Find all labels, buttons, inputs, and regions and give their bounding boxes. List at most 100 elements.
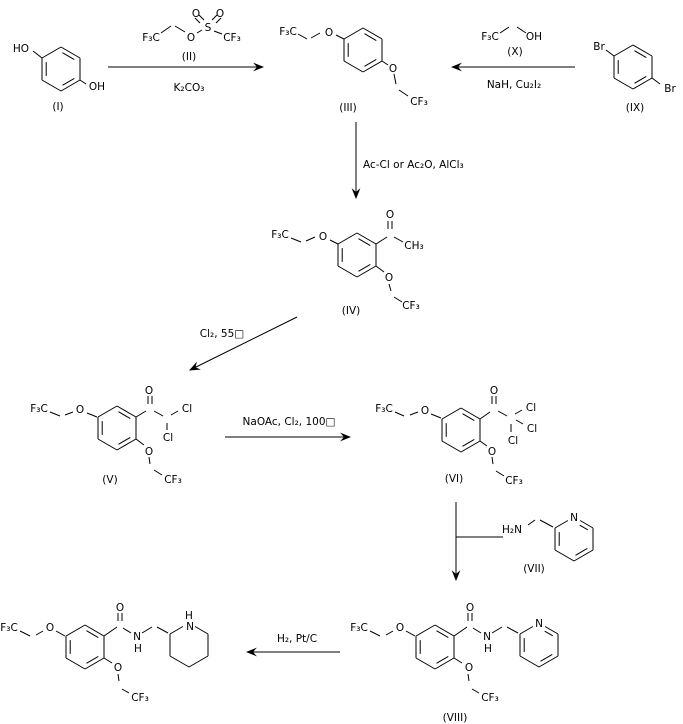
compound-number: (IV)	[342, 305, 360, 317]
atom-label: O	[145, 385, 153, 397]
compound-number: (VII)	[523, 563, 545, 575]
compound-number: (V)	[102, 474, 117, 486]
atom-label: HO	[13, 43, 29, 55]
ring	[613, 44, 653, 90]
compound-ix: Br Br (IX)	[593, 41, 676, 114]
aromatic-rings	[41, 27, 653, 670]
atom-label: F₃C	[350, 622, 368, 634]
atom-label: CH₃	[404, 240, 423, 252]
atom-label: F₃C	[271, 229, 289, 241]
ring	[97, 405, 137, 451]
conditions-step3: Ac-Cl or Ac₂O, AlCl₃	[363, 159, 464, 171]
atom-label: O	[421, 405, 429, 417]
bond-lines	[19, 613, 169, 694]
atom-label: O	[46, 622, 54, 634]
atom-label: Br	[664, 83, 676, 95]
atom-label: N	[186, 621, 194, 633]
atom-label: H	[185, 610, 193, 622]
ring	[169, 626, 209, 668]
atom-label: N	[570, 512, 578, 524]
atom-label: O	[187, 32, 195, 44]
conditions-step2: NaH, Cu₂I₂	[487, 79, 541, 91]
atom-label: Cl	[163, 432, 173, 444]
atom-label: CF₃	[164, 474, 182, 486]
arrow-step4	[189, 316, 298, 371]
compound-number: (IX)	[626, 102, 644, 114]
ring	[441, 407, 481, 453]
conditions-step5: NaOAc, Cl₂, 100□	[243, 416, 336, 428]
atom-label: H	[134, 643, 142, 655]
atom-label: S	[205, 22, 212, 34]
compound-viii: F₃C O O N H N O CF₃ (VIII)	[350, 602, 543, 724]
atom-label: H	[484, 643, 492, 655]
atom-label: CF₃	[410, 96, 428, 108]
atom-label: H₂N	[502, 524, 522, 536]
bond-lines	[290, 221, 404, 303]
atom-label: O	[490, 385, 498, 397]
bond-lines	[297, 32, 409, 97]
ring	[415, 624, 455, 670]
bond-lines	[499, 26, 527, 34]
ring	[519, 626, 559, 668]
atom-label: OH	[526, 31, 542, 43]
compound-product: F₃C O O N H H N O CF₃	[0, 602, 194, 704]
atom-label: CF₃	[131, 692, 149, 704]
bond-lines	[394, 396, 524, 477]
atom-label: Cl	[526, 402, 536, 414]
atom-label: O	[389, 63, 397, 75]
compound-i: HO OH (I)	[13, 43, 105, 113]
atom-label: O	[319, 231, 327, 243]
conditions-step7: H₂, Pt/C	[277, 633, 317, 645]
atom-label: OH	[89, 81, 105, 93]
atom-label: Br	[593, 41, 605, 53]
conditions-step1: K₂CO₃	[174, 82, 205, 94]
atom-label: O	[116, 602, 124, 614]
compound-x: F₃C OH (X)	[481, 26, 542, 58]
atom-label: O	[76, 404, 84, 416]
atom-label: CF₃	[505, 475, 523, 487]
atom-label: Cl	[508, 435, 518, 447]
ring	[41, 46, 81, 92]
compound-number: (VIII)	[443, 712, 468, 724]
atom-label: O	[396, 622, 404, 634]
atom-label: O	[466, 602, 474, 614]
compound-number: (I)	[52, 101, 63, 113]
compound-vi: F₃C O O Cl Cl Cl O CF₃ (VI)	[375, 385, 537, 487]
bond-lines	[32, 50, 87, 85]
atom-label: F₃C	[0, 622, 18, 634]
bond-lines	[160, 14, 223, 35]
atom-label: Cl	[182, 403, 192, 415]
ring	[65, 624, 105, 670]
compound-number: (VI)	[445, 473, 463, 485]
atom-label: CF₃	[402, 300, 420, 312]
atom-label: O	[145, 446, 153, 458]
compound-number: (III)	[339, 102, 356, 114]
atom-label: N	[133, 631, 141, 643]
ring	[343, 27, 383, 73]
atom-label: F₃C	[481, 31, 499, 43]
atom-label: O	[114, 662, 122, 674]
atom-label: O	[386, 209, 394, 221]
atom-label: N	[483, 631, 491, 643]
atom-label: O	[465, 662, 473, 674]
bond-lines	[605, 49, 661, 85]
atom-label: F₃C	[279, 26, 297, 38]
atom-label: CF₃	[223, 32, 241, 44]
ring	[554, 520, 594, 562]
compound-number: (X)	[507, 46, 522, 58]
atom-label: F₃C	[30, 403, 48, 415]
atom-label: F₃C	[375, 403, 393, 415]
compound-iv: F₃C O O CH₃ O CF₃ (IV)	[271, 209, 424, 317]
atom-label: N	[535, 618, 543, 630]
compound-v: F₃C O O Cl Cl O CF₃ (V)	[30, 385, 192, 486]
ring	[337, 232, 377, 278]
reaction-steps: K₂CO₃ NaH, Cu₂I₂ Ac-Cl or Ac₂O, AlCl₃ Cl…	[108, 62, 575, 657]
atom-label: O	[488, 446, 496, 458]
conditions-step4: Cl₂, 55□	[200, 328, 244, 340]
bond-lines	[527, 519, 554, 528]
compound-vii: H₂N N (VII)	[502, 512, 578, 575]
atom-label: Cl	[527, 423, 537, 435]
atom-label: O	[192, 8, 200, 20]
